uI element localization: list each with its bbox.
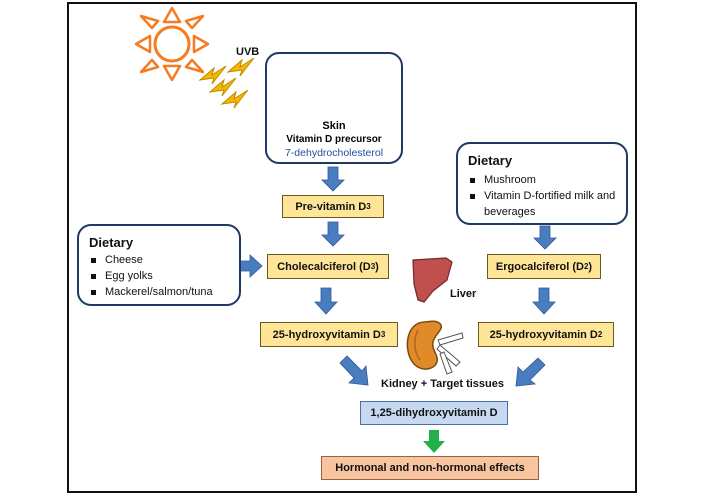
hydroxy-d2-sub: 2	[597, 330, 603, 339]
chole-tail: )	[375, 260, 379, 273]
arrow-chole-to-25d3	[314, 287, 338, 315]
skin-title: Skin	[322, 120, 346, 132]
skin-box: Skin Vitamin D precursor 7-dehydrocholes…	[265, 52, 403, 164]
list-item: Mackerel/salmon/tuna	[87, 284, 213, 300]
dietary-left-list: Cheese Egg yolks Mackerel/salmon/tuna	[87, 252, 213, 300]
skin-precursor-label: Vitamin D precursor	[286, 134, 382, 145]
dietary-right-box: Dietary Mushroom Vitamin D-fortified mil…	[456, 142, 628, 225]
skin-precursor-name: 7-dehydrocholesterol	[284, 147, 384, 159]
list-item: Egg yolks	[87, 268, 213, 284]
kidney-label: Kidney + Target tissues	[381, 378, 504, 390]
chole-sub: 3	[370, 262, 376, 271]
chole-text: Cholecalciferol (D	[277, 260, 371, 273]
dihydroxyvitamin-box: 1,25-dihydroxyvitamin D	[360, 401, 508, 425]
list-item: Vitamin D-fortified milk and beverages	[466, 188, 624, 220]
hydroxy-d3-sub: 3	[380, 330, 386, 339]
previtamin-text: Pre-vitamin D	[295, 200, 367, 213]
list-item: Cheese	[87, 252, 213, 268]
dietary-right-title: Dietary	[468, 153, 513, 168]
arrow-25d3-to-dihydroxy	[339, 355, 369, 386]
ergo-tail: )	[588, 260, 593, 273]
dietary-left-title: Dietary	[89, 235, 134, 250]
dietary-right-list: Mushroom Vitamin D-fortified milk and be…	[466, 172, 624, 220]
dietary-left-box: Dietary Cheese Egg yolks Mackerel/salmon…	[77, 224, 241, 306]
previtamin-sub: 3	[366, 202, 371, 211]
arrow-previtamin-to-chole	[321, 221, 345, 247]
arrow-skin-to-previtamin	[321, 166, 345, 192]
uvb-label: UVB	[236, 46, 260, 58]
kidney-icon	[406, 320, 464, 375]
arrow-25d2-to-dihydroxy	[515, 357, 546, 387]
effects-box: Hormonal and non-hormonal effects	[321, 456, 539, 480]
ergo-text: Ergocalciferol (D	[495, 260, 584, 273]
liver-label: Liver	[450, 288, 477, 300]
list-item: Mushroom	[466, 172, 624, 188]
arrow-ergo-to-25d2	[532, 287, 556, 315]
lightning-icon	[198, 57, 255, 109]
ergo-sub: 2	[583, 262, 589, 271]
sun-icon	[134, 6, 210, 82]
arrow-dietary-to-ergo	[533, 225, 557, 250]
arrow-dihydroxy-to-effects	[423, 430, 445, 453]
hydroxy-d2-text: 25-hydroxyvitamin D	[489, 328, 598, 341]
hydroxy-d3-text: 25-hydroxyvitamin D	[272, 328, 381, 341]
liver-icon	[412, 257, 453, 303]
